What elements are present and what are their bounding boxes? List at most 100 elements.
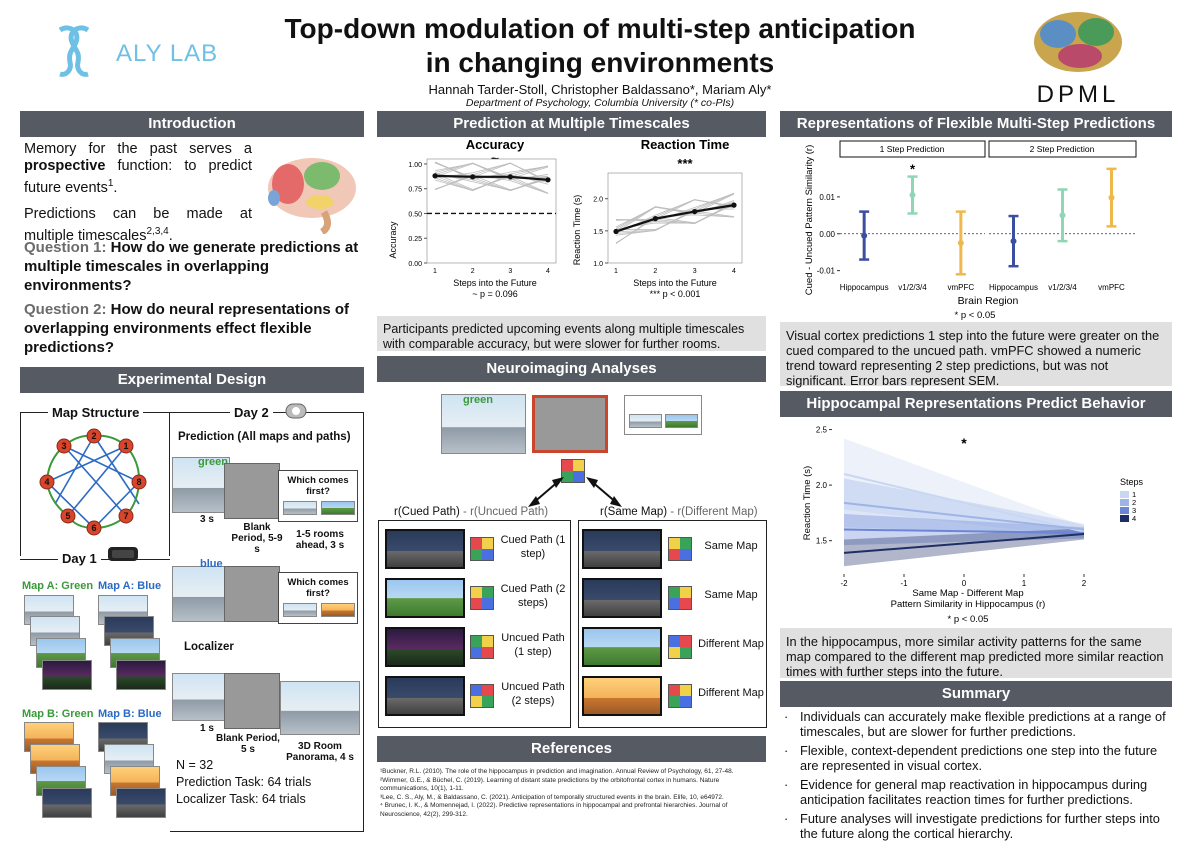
mean-point <box>1059 212 1066 219</box>
panorama-image <box>280 681 360 735</box>
chart-title: Reaction Time <box>641 137 730 152</box>
confidence-band <box>844 478 1084 536</box>
flex-heading: Representations of Flexible Multi-Step P… <box>780 111 1172 137</box>
x-tick-label: -1 <box>900 579 908 588</box>
room-image <box>385 627 465 667</box>
mean-point <box>957 239 964 246</box>
option-image <box>321 501 355 515</box>
timing-rooms-ahead: 1-5 rooms ahead, 3 s <box>295 529 345 551</box>
node-label: 6 <box>91 523 96 533</box>
node-label: 3 <box>61 441 66 451</box>
x-tick-label: v1/2/3/4 <box>1048 283 1077 292</box>
reference-item: ²Wimmer, G.E., & Büchel, C. (2019). Lear… <box>380 776 720 793</box>
design-heading: Experimental Design <box>20 367 364 393</box>
node-label: 8 <box>136 477 141 487</box>
x-tick-label: Hippocampus <box>840 283 889 292</box>
x-tick-label: vmPFC <box>947 283 974 292</box>
question-label: Question 2: <box>24 301 107 318</box>
confidence-band <box>844 514 1084 546</box>
p-note: * p < 0.05 <box>955 310 996 320</box>
x-tick-label: 2 <box>653 268 657 275</box>
room-image <box>385 676 465 716</box>
blank-screen <box>224 673 280 729</box>
room-image <box>385 529 465 569</box>
y-tick-label: -0.01 <box>817 267 836 276</box>
summary-text: Flexible, context-dependent predictions … <box>800 743 1158 773</box>
title-line-2: in changing environments <box>425 47 775 78</box>
condition-label: Cued Path (2 steps) <box>500 583 566 609</box>
y-tick-label: 2.0 <box>593 197 603 204</box>
aly-lab-logo: ALY LAB <box>40 22 250 82</box>
voxel-pattern-icon <box>668 684 692 708</box>
bullet: · <box>784 777 789 792</box>
condition-label: Same Map <box>704 589 758 601</box>
node-label: 1 <box>123 441 128 451</box>
flex-caption: Visual cortex predictions 1 step into th… <box>780 322 1172 388</box>
y-axis-label: Reaction Time (s) <box>802 466 813 540</box>
y-tick-label: 1.00 <box>408 162 422 169</box>
sample-size: N = 32 <box>176 758 214 772</box>
summary-heading: Summary <box>780 681 1172 707</box>
reaction-time-chart: Reaction Time *** Reaction Time (s) Step… <box>572 137 743 299</box>
condition-label: Cued Path (1 step) <box>500 534 566 560</box>
voxel-pattern-icon <box>470 586 494 610</box>
confidence-band <box>844 438 1084 538</box>
question-screen: Which comes first? <box>278 572 358 624</box>
intro-text: function: to predict future events <box>24 158 252 196</box>
brain-icon <box>1034 12 1122 72</box>
intro-paragraph-2: Predictions can be made at multiple time… <box>24 206 252 245</box>
question-2: Question 2: How do neural representation… <box>24 300 362 357</box>
poster-title: Top-down modulation of multi-step antici… <box>250 12 950 80</box>
cue-word-blue: blue <box>200 558 223 570</box>
mean-point <box>432 173 438 179</box>
room-image <box>582 578 662 618</box>
panel-label: 2 Step Prediction <box>1030 144 1095 154</box>
condition-label: Different Map <box>698 638 764 650</box>
y-axis-label: Reaction Time (s) <box>572 195 582 266</box>
reference-item: ¹Buckner, R.L. (2010). The role of the h… <box>380 768 734 775</box>
mean-point <box>861 232 868 239</box>
regression-line <box>843 473 1085 533</box>
x-tick-label: v1/2/3/4 <box>898 283 927 292</box>
legend-swatch <box>1120 491 1129 498</box>
p-note: * p < 0.05 <box>948 614 989 625</box>
lab2-name: DPML <box>1036 81 1120 108</box>
regression-line <box>843 501 1085 531</box>
cue-image <box>172 566 230 622</box>
question-text: How do we generate predictions at multip… <box>24 239 359 294</box>
map-a-blue-label: Map A: Blue <box>98 580 162 592</box>
condition-label: Uncued Path (1 step) <box>501 632 565 658</box>
legend-swatch <box>1120 499 1129 506</box>
hippo-heading: Hippocampal Representations Predict Beha… <box>780 391 1172 417</box>
accuracy-chart: Accuracy ~ Accuracy Steps into the Futur… <box>388 137 557 299</box>
room-image <box>116 788 166 818</box>
intro-text: . <box>113 179 118 196</box>
summary-text: Future analyses will investigate predict… <box>800 811 1160 841</box>
timing-blank-1: Blank Period, 5-9 s <box>231 522 283 555</box>
p-value-label: *** p < 0.001 <box>650 289 701 299</box>
y-tick-label: 1.0 <box>593 261 603 268</box>
mean-line <box>615 204 735 233</box>
p-value-label: ~ p = 0.096 <box>472 289 518 299</box>
x-tick-label: 1 <box>614 268 618 275</box>
intro-bold: prospective <box>24 158 106 174</box>
bullet: · <box>784 743 789 758</box>
cue-word-green: green <box>198 456 228 468</box>
mean-point <box>1108 194 1115 201</box>
y-tick-label: 2.0 <box>816 481 828 490</box>
legend-label: 2 <box>1132 498 1136 507</box>
significance-marker: * <box>910 162 916 177</box>
map-a-green-label: Map A: Green <box>22 580 94 592</box>
citation-sup: 1 <box>107 178 114 189</box>
subject-line <box>434 173 549 190</box>
regression-line <box>843 533 1085 554</box>
timing-1s: 1 s <box>200 723 214 734</box>
prediction-task-title: Prediction (All maps and paths) <box>178 431 351 443</box>
option-image <box>629 414 662 428</box>
room-image <box>42 788 92 818</box>
panel-strip <box>988 140 1137 158</box>
significance-marker: * <box>961 435 967 451</box>
y-tick-label: 0.00 <box>408 261 422 268</box>
mean-point <box>507 174 513 180</box>
y-axis-label: Accuracy <box>388 221 398 259</box>
